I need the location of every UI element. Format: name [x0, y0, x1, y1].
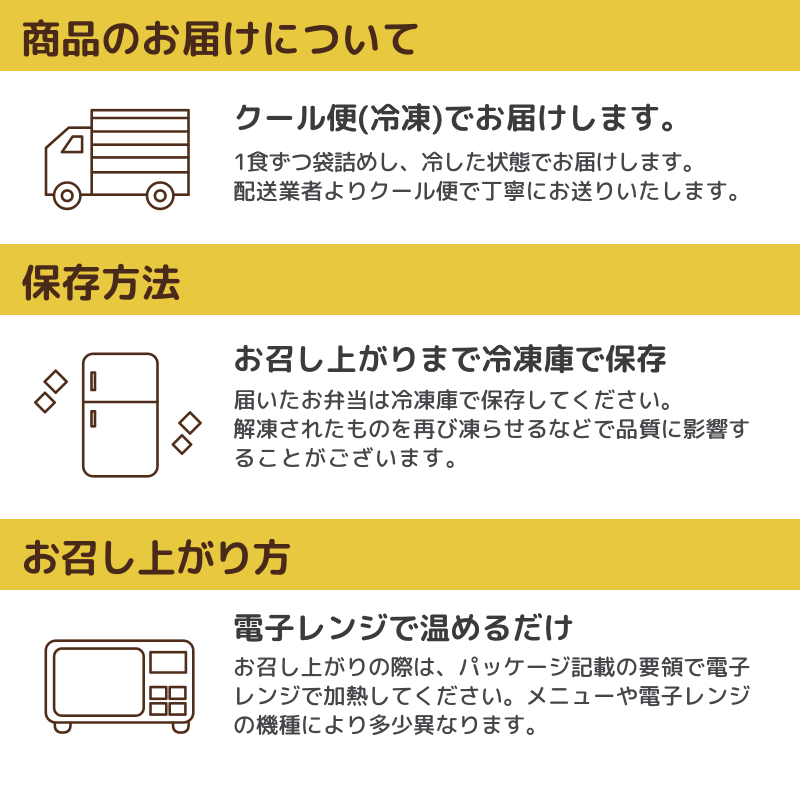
howto-section-banner: お召し上がり方: [0, 519, 800, 590]
storage-body-line1: 届いたお弁当は冷凍庫で保存してください。: [233, 385, 684, 416]
howto-body-line3: の機種により多少異なります。: [233, 710, 549, 741]
delivery-banner-title: 商品のお届けについて: [21, 9, 421, 66]
fridge-icon: [30, 345, 210, 485]
howto-banner-title: お召し上がり方: [21, 528, 292, 585]
howto-body: お召し上がりの際は、パッケージ記載の要領で電子 レンジで加熱してください。メニュ…: [233, 653, 751, 740]
microwave-icon: [40, 635, 200, 740]
delivery-body: 1食ずつ袋詰めし、冷した状態でお届けします。 配送業者よりクール便で丁寧にお送り…: [233, 148, 751, 206]
storage-body-line3: ることがございます。: [233, 443, 470, 474]
storage-body-line2: 解凍されたものを再び凍らせるなどで品質に影響す: [233, 414, 751, 445]
howto-body-line1: お召し上がりの際は、パッケージ記載の要領で電子: [233, 652, 751, 683]
howto-heading: 電子レンジで温めるだけ: [233, 606, 574, 649]
delivery-body-line1: 1食ずつ袋詰めし、冷した状態でお届けします。: [233, 147, 705, 178]
delivery-heading: クール便(冷凍)でお届けします。: [233, 96, 692, 139]
storage-heading: お召し上がりまで冷凍庫で保存: [233, 337, 667, 380]
storage-section-banner: 保存方法: [0, 244, 800, 315]
howto-body-line2: レンジで加熱してください。メニューや電子レンジ: [233, 681, 751, 712]
delivery-section-banner: 商品のお届けについて: [0, 0, 800, 71]
storage-body: 届いたお弁当は冷凍庫で保存してください。 解凍されたものを再び凍らせるなどで品質…: [233, 386, 751, 473]
storage-banner-title: 保存方法: [21, 253, 181, 310]
delivery-body-line2: 配送業者よりクール便で丁寧にお送りいたします。: [233, 176, 751, 207]
truck-icon: [40, 105, 195, 215]
